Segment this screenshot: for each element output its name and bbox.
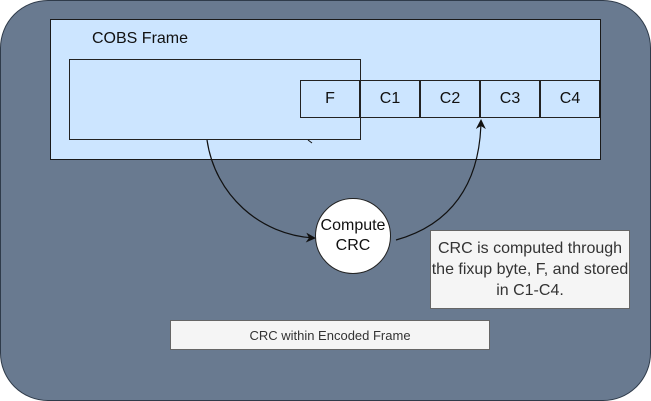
tick-mark <box>307 139 313 144</box>
arrow-frame-to-compute <box>206 139 316 243</box>
caption-box: CRC within Encoded Frame <box>170 320 490 350</box>
note-box: CRC is computed through the fixup byte, … <box>430 230 630 309</box>
compute-crc-node: Compute CRC <box>315 198 391 274</box>
cell-c2: C2 <box>420 80 480 118</box>
arrow-compute-to-c3 <box>395 119 486 241</box>
cell-c1: C1 <box>360 80 420 118</box>
frame-title: COBS Frame <box>92 30 189 47</box>
cell-c3: C3 <box>480 80 540 118</box>
cell-c4: C4 <box>540 80 600 118</box>
cell-fixup: F <box>300 80 360 118</box>
